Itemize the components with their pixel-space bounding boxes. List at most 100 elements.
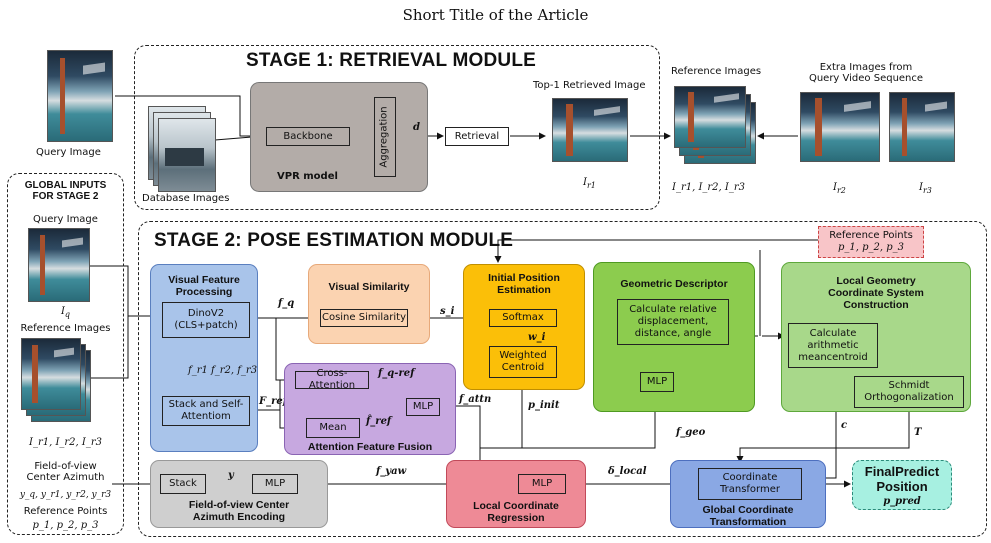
fov-encoding-region bbox=[150, 460, 328, 528]
fq-symbol: f_q bbox=[278, 298, 295, 309]
dinov2-label-1: DinoV2 bbox=[187, 308, 225, 319]
schmidt-box: Schmidt Orthogonalization bbox=[854, 376, 964, 408]
relative-displacement-box: Calculate relative displacement, distanc… bbox=[617, 299, 729, 345]
attention-fusion-title: Attention Feature Fusion bbox=[307, 441, 433, 453]
ct-label-2: Transformer bbox=[719, 484, 780, 495]
dinov2-label-2: (CLS+patch) bbox=[174, 320, 238, 331]
initial-position-title-2: Estimation bbox=[497, 284, 551, 296]
vpr-model-region bbox=[250, 82, 428, 192]
geo-mlp-box: MLP bbox=[640, 372, 674, 392]
local-regression-title: Local Coordinate Regression bbox=[446, 500, 586, 524]
gi-query-symbol: Iq bbox=[60, 306, 71, 319]
cross-attention-box: Cross-Attention bbox=[295, 368, 369, 391]
gi-reference-images-label: Reference Images bbox=[20, 323, 111, 334]
geo-calc-3: distance, angle bbox=[634, 328, 712, 339]
database-images-label: Database Images bbox=[142, 193, 230, 204]
gi-fov-symbols: y_q, y_r1, y_r2, y_r3 bbox=[19, 490, 112, 500]
cosine-similarity-box: Cosine Similarity bbox=[320, 309, 408, 327]
weighted-centroid-box: Weighted Centroid bbox=[489, 346, 557, 378]
initial-position-region bbox=[463, 264, 585, 390]
stack-label-2: Attentiom bbox=[181, 411, 231, 422]
ref-points-box: Reference Points p_1, p_2, p_3 bbox=[818, 226, 924, 258]
geo-calc-2: displacement, bbox=[637, 316, 709, 327]
coordinate-transformer-box: Coordinate Transformer bbox=[698, 468, 802, 500]
d-symbol: d bbox=[413, 122, 420, 133]
gi-fov-label-2: Center Azimuth bbox=[26, 472, 105, 483]
dinov2-box: DinoV2 (CLS+patch) bbox=[162, 302, 250, 338]
ref-points-box-syms: p_1, p_2, p_3 bbox=[837, 242, 904, 253]
fref-symbol: F_ref bbox=[259, 396, 288, 407]
backbone-box: Backbone bbox=[266, 127, 350, 146]
ref-points-box-label: Reference Points bbox=[829, 230, 913, 241]
local-geometry-title-2: Coordinate System bbox=[828, 287, 924, 299]
local-geometry-region bbox=[781, 262, 971, 412]
fgeo-symbol: f_geo bbox=[676, 427, 706, 438]
fusion-mlp-box: MLP bbox=[406, 398, 440, 416]
stage2-title: STAGE 2: POSE ESTIMATION MODULE bbox=[154, 230, 514, 251]
visual-similarity-title: Visual Similarity bbox=[328, 281, 410, 293]
header-title: Short Title of the Article bbox=[402, 6, 589, 24]
extra-symbol-1: Ir2 bbox=[833, 182, 846, 195]
fyaw-symbol: f_yaw bbox=[376, 466, 407, 477]
gi-query-image bbox=[28, 228, 90, 302]
fov-stack-box: Stack bbox=[160, 474, 206, 494]
top1-image bbox=[552, 98, 628, 162]
global-inputs-title-1: GLOBAL INPUTS bbox=[24, 180, 107, 191]
global-transform-region bbox=[670, 460, 826, 528]
gi-ref-points-symbols: p_1, p_2, p_3 bbox=[32, 520, 99, 531]
lg-calc-1: Calculate bbox=[809, 327, 857, 339]
gi-query-image-label: Query Image bbox=[33, 214, 98, 225]
T-symbol: T bbox=[914, 427, 922, 438]
extra-symbol-2: Ir3 bbox=[919, 182, 932, 195]
gt-title-2: Transformation bbox=[709, 516, 787, 528]
final-predict-region bbox=[852, 460, 952, 510]
geo-calc-1: Calculate relative bbox=[629, 304, 717, 315]
stage1-container bbox=[134, 45, 660, 210]
reference-image-1 bbox=[674, 86, 746, 148]
arithmetic-meancentroid-box: Calculate arithmetic meancentroid bbox=[788, 323, 878, 368]
pinit-symbol: p_init bbox=[528, 400, 560, 411]
aggregation-box: Aggregation bbox=[374, 97, 396, 177]
stack-self-attention-box: Stack and Self- Attentiom bbox=[162, 396, 250, 426]
retrieval-box: Retrieval bbox=[445, 127, 509, 146]
stage2-container bbox=[138, 221, 987, 537]
reference-images-label: Reference Images bbox=[671, 66, 762, 77]
gi-fov-label: Field-of-view Center Azimuth bbox=[7, 461, 124, 483]
gi-ref-points-label: Reference Points bbox=[23, 506, 108, 517]
gt-title-1: Global Coordinate bbox=[702, 504, 794, 516]
fr-symbols: f_r1 f_r2, f_r3 bbox=[188, 365, 258, 376]
fov-mlp-box: MLP bbox=[252, 474, 298, 494]
schmidt-label-2: Orthogonalization bbox=[864, 392, 954, 403]
lg-calc-3: meancentroid bbox=[798, 351, 868, 363]
wi-symbol: w_i bbox=[528, 332, 546, 343]
attention-fusion-region bbox=[284, 363, 456, 455]
local-regression-region bbox=[446, 460, 586, 528]
stage1-title: STAGE 1: RETRIEVAL MODULE bbox=[246, 50, 537, 71]
extra-images-label-line2: Query Video Sequence bbox=[808, 73, 924, 84]
top1-label: Top-1 Retrieved Image bbox=[533, 80, 646, 91]
fattn-symbol: f_attn bbox=[459, 394, 492, 405]
gi-ref-image-1 bbox=[21, 338, 81, 410]
mean-box: Mean bbox=[306, 418, 360, 438]
visual-feature-title-2: Processing bbox=[175, 286, 233, 298]
final-predict-title: FinalPredict Position bbox=[852, 464, 952, 494]
extra-images-label-line1: Extra Images from bbox=[819, 62, 913, 73]
vpr-model-label: VPR model bbox=[277, 171, 338, 182]
visual-feature-region bbox=[150, 264, 258, 452]
fov-encoding-title: Field-of-view Center Azimuth Encoding bbox=[150, 499, 328, 523]
local-geometry-title-3: Construction bbox=[843, 299, 909, 311]
aggregation-label: Aggregation bbox=[379, 106, 390, 168]
query-image-label: Query Image bbox=[36, 147, 101, 158]
weighted-label-2: Centroid bbox=[501, 362, 545, 373]
initial-position-title-1: Initial Position bbox=[488, 272, 560, 284]
geometric-title: Geometric Descriptor bbox=[620, 278, 728, 290]
local-geometry-title: Local Geometry Coordinate System Constru… bbox=[781, 275, 971, 311]
c-symbol: c bbox=[841, 420, 848, 431]
reference-symbols: I_r1, I_r2, I_r3 bbox=[672, 182, 745, 193]
y-symbol: y bbox=[228, 470, 234, 481]
stack-label-1: Stack and Self- bbox=[168, 399, 244, 410]
initial-position-title: Initial Position Estimation bbox=[463, 272, 585, 296]
fq-ref-symbol: f_q-ref bbox=[378, 368, 415, 379]
fov-title-1: Field-of-view Center bbox=[188, 499, 290, 511]
weighted-label-1: Weighted bbox=[499, 350, 547, 361]
